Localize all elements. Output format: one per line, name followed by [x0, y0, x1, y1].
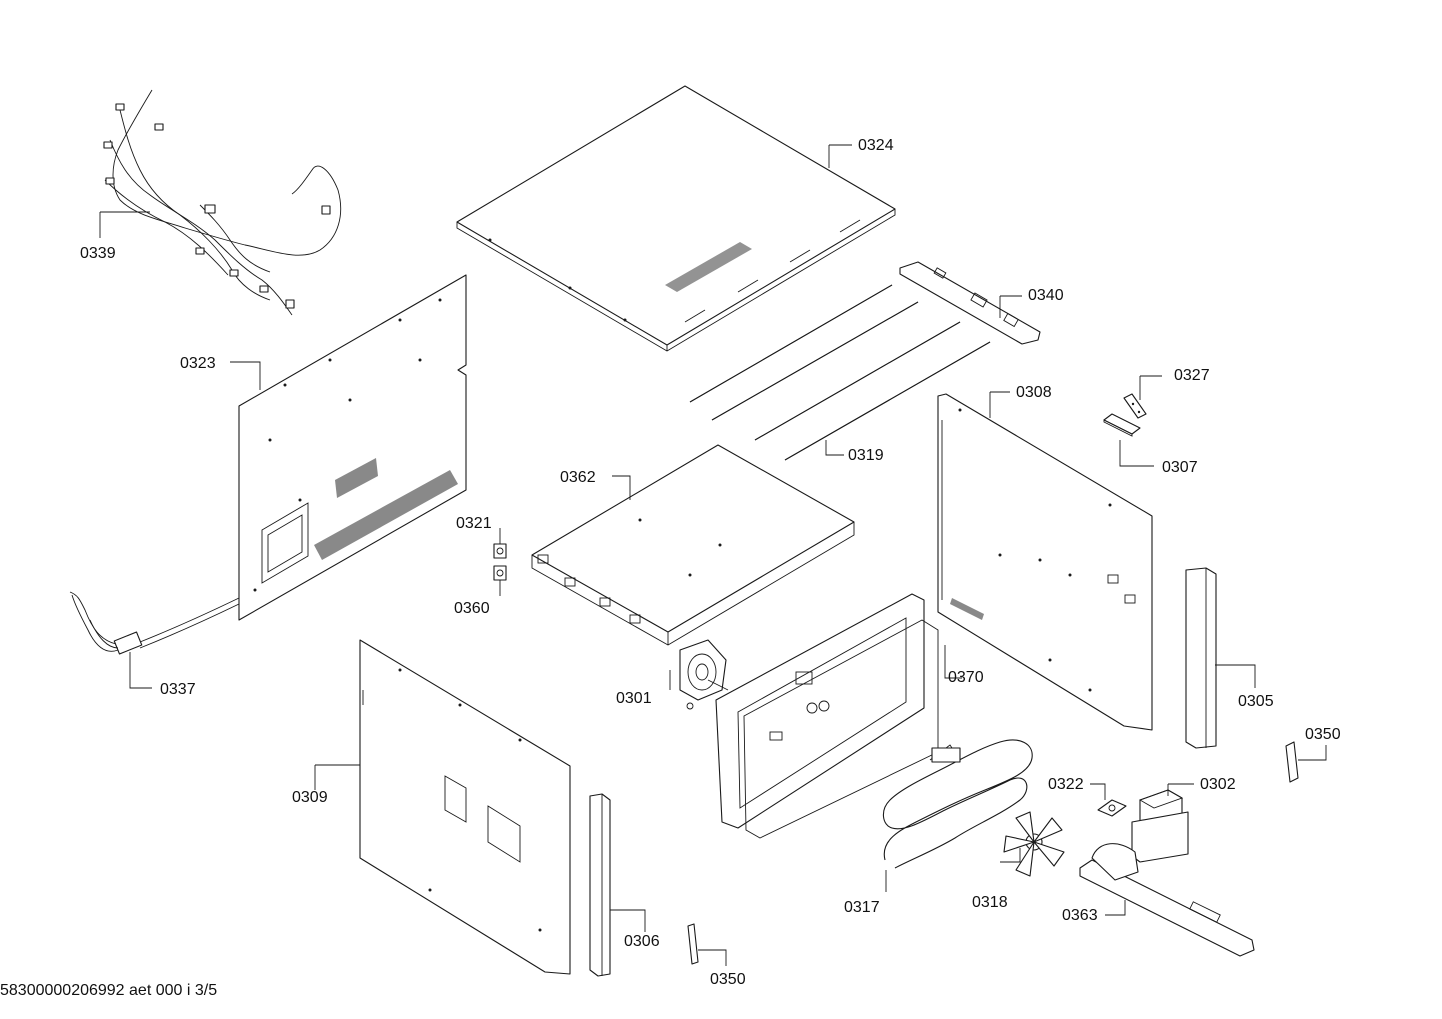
label-0318: 0318	[972, 894, 1008, 911]
part-labels: 0324 0339 0340 0323 0327 0308 0307 0319 …	[80, 137, 1341, 988]
part-0350-clip-right	[1285, 741, 1299, 783]
part-0309-side-panel-left	[359, 639, 571, 975]
top-cover-vent-mesh	[665, 242, 752, 292]
part-0362-cavity-top	[531, 444, 855, 646]
part-0317-heating-element	[882, 739, 1033, 869]
label-0370: 0370	[948, 669, 984, 686]
part-0363-duct-rail	[1079, 843, 1255, 957]
label-0317: 0317	[844, 899, 880, 916]
label-0362: 0362	[560, 469, 596, 486]
part-0308-side-panel-right	[937, 393, 1153, 731]
label-0340: 0340	[1028, 287, 1064, 304]
label-0309: 0309	[292, 789, 328, 806]
part-0370-door-frame	[715, 593, 925, 829]
part-0319-heating-rods	[689, 284, 991, 461]
label-0308: 0308	[1016, 384, 1052, 401]
part-0302-transformer	[1131, 789, 1189, 863]
part-0307-pad	[1103, 413, 1141, 437]
document-id: 58300000206992 aet 000 i 3/5	[0, 982, 218, 999]
part-0318-fan-blade	[1003, 811, 1065, 877]
part-0339-wiring-harness	[103, 89, 342, 316]
part-0350-clip-bottom	[687, 923, 699, 965]
part-0305-side-trim	[1185, 567, 1217, 749]
part-0324-top-cover	[456, 85, 896, 352]
part-0337-power-cord	[69, 591, 240, 655]
label-0337: 0337	[160, 681, 196, 698]
part-0323-rear-panel	[238, 274, 467, 621]
label-0321: 0321	[456, 515, 492, 532]
part-0327-small-plate	[1123, 393, 1147, 419]
leader-lines	[99, 144, 1327, 966]
label-0319: 0319	[848, 447, 884, 464]
label-0302: 0302	[1200, 776, 1236, 793]
label-0301: 0301	[616, 690, 652, 707]
part-0301-fan-motor	[679, 639, 729, 710]
part-0360-connector	[493, 565, 507, 581]
label-0305: 0305	[1238, 693, 1274, 710]
label-0307: 0307	[1162, 459, 1198, 476]
label-0350-right: 0350	[1305, 726, 1341, 743]
label-0363: 0363	[1062, 907, 1098, 924]
label-0306: 0306	[624, 933, 660, 950]
label-0360: 0360	[454, 600, 490, 617]
label-0322: 0322	[1048, 776, 1084, 793]
part-0321-connector	[493, 543, 507, 559]
part-0306-trim-strip	[589, 793, 611, 977]
part-0340-bracket	[899, 261, 1041, 345]
label-0327: 0327	[1174, 367, 1210, 384]
label-0324: 0324	[858, 137, 894, 154]
label-0339: 0339	[80, 245, 116, 262]
part-0322-thermostat	[1097, 799, 1127, 817]
label-0323: 0323	[180, 355, 216, 372]
label-0350-bottom: 0350	[710, 971, 746, 988]
